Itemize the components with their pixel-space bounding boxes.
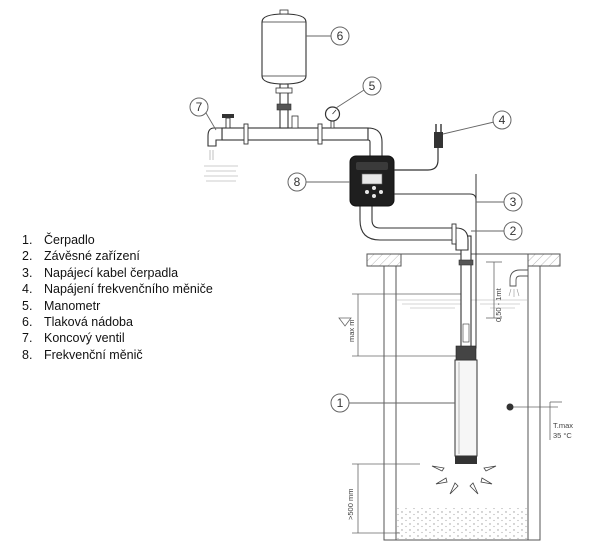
tmax-label: T.max (553, 421, 573, 430)
callout-1 (330, 393, 350, 413)
power-plug-icon (434, 132, 443, 148)
callout-7-label: 7 (196, 100, 203, 114)
legend-label: Koncový ventil (44, 331, 125, 346)
depth-label: 0,50 - 1mt (494, 287, 503, 322)
pump-intake (455, 456, 477, 464)
max-m-label: max m (347, 320, 356, 343)
ground-left (366, 253, 402, 267)
legend-number: 1. (22, 233, 33, 247)
water-level-triangle-icon (338, 317, 352, 327)
callout-8 (287, 172, 307, 192)
water-outflow (204, 150, 238, 182)
callout-1-label: 1 (337, 396, 344, 410)
temperature-probe-icon (506, 403, 514, 411)
callout-3-label: 3 (510, 195, 517, 209)
surface-piping (204, 83, 469, 251)
legend-item-5: 5. Manometr (22, 298, 213, 314)
callout-5-label: 5 (369, 79, 376, 93)
callout-4 (492, 110, 512, 130)
min-bottom-label: >500 mm (346, 489, 355, 520)
pump-assembly (454, 174, 478, 464)
frequency-inverter (349, 124, 477, 207)
legend-label: Manometr (44, 298, 101, 313)
legend-label: Čerpadlo (44, 233, 95, 247)
callout-4-label: 4 (499, 113, 506, 127)
legend-item-2: 2. Závěsné zařízení (22, 248, 213, 264)
suction-arrows (431, 465, 497, 495)
callout-7 (189, 97, 209, 117)
callout-2 (503, 221, 523, 241)
legend-list: 1. Čerpadlo 2. Závěsné zařízení 3. Napájecí… (22, 232, 213, 363)
well-wall-right (527, 265, 541, 541)
valve-handle-icon (222, 114, 234, 118)
legend-number: 2. (22, 249, 33, 264)
faucet-spout (207, 127, 223, 147)
legend-item-7: 7. Koncový ventil (22, 330, 213, 346)
temperature-label: 35 °C (553, 431, 572, 440)
legend-label: Tlaková nádoba (44, 315, 133, 330)
legend-label: Závěsné zařízení (44, 249, 140, 264)
legend-label: Frekvenční měnič (44, 347, 143, 362)
legend-item-1: 1. Čerpadlo (22, 232, 213, 248)
legend-item-3: 3. Napájecí kabel čerpadla (22, 265, 213, 281)
legend-label: Napájecí kabel čerpadla (44, 265, 179, 280)
callout-5 (362, 76, 382, 96)
legend-number: 8. (22, 347, 33, 362)
dimension-lines: max m 0,50 - 1mt >500 mm T.max 35 °C (338, 261, 573, 534)
ground-right (527, 253, 561, 267)
legend-number: 7. (22, 331, 33, 346)
legend-number: 6. (22, 315, 33, 330)
callout-8-label: 8 (294, 175, 301, 189)
legend-number: 5. (22, 298, 33, 313)
inverter-button-icon (372, 186, 376, 190)
callout-6-label: 6 (337, 29, 344, 43)
inverter-display (361, 173, 383, 185)
legend-label: Napájení frekvenčního měniče (44, 282, 213, 297)
inverter-button-icon (365, 190, 369, 194)
legend-number: 3. (22, 265, 33, 280)
callouts: 6 5 7 4 8 3 2 1 (189, 26, 523, 413)
callout-2-label: 2 (510, 224, 517, 238)
well-bottom-gravel (397, 508, 527, 539)
discharge-pipe (359, 205, 469, 251)
callout-6 (330, 26, 350, 46)
pressure-tank (261, 9, 307, 85)
legend-item-6: 6. Tlaková nádoba (22, 314, 213, 330)
inverter-button-icon (379, 190, 383, 194)
callout-3 (503, 192, 523, 212)
inverter-button-icon (372, 194, 376, 198)
legend-number: 4. (22, 282, 33, 297)
tank-body (261, 13, 307, 85)
legend-item-4: 4. Napájení frekvenčního měniče (22, 281, 213, 297)
legend-item-8: 8. Frekvenční měnič (22, 347, 213, 363)
